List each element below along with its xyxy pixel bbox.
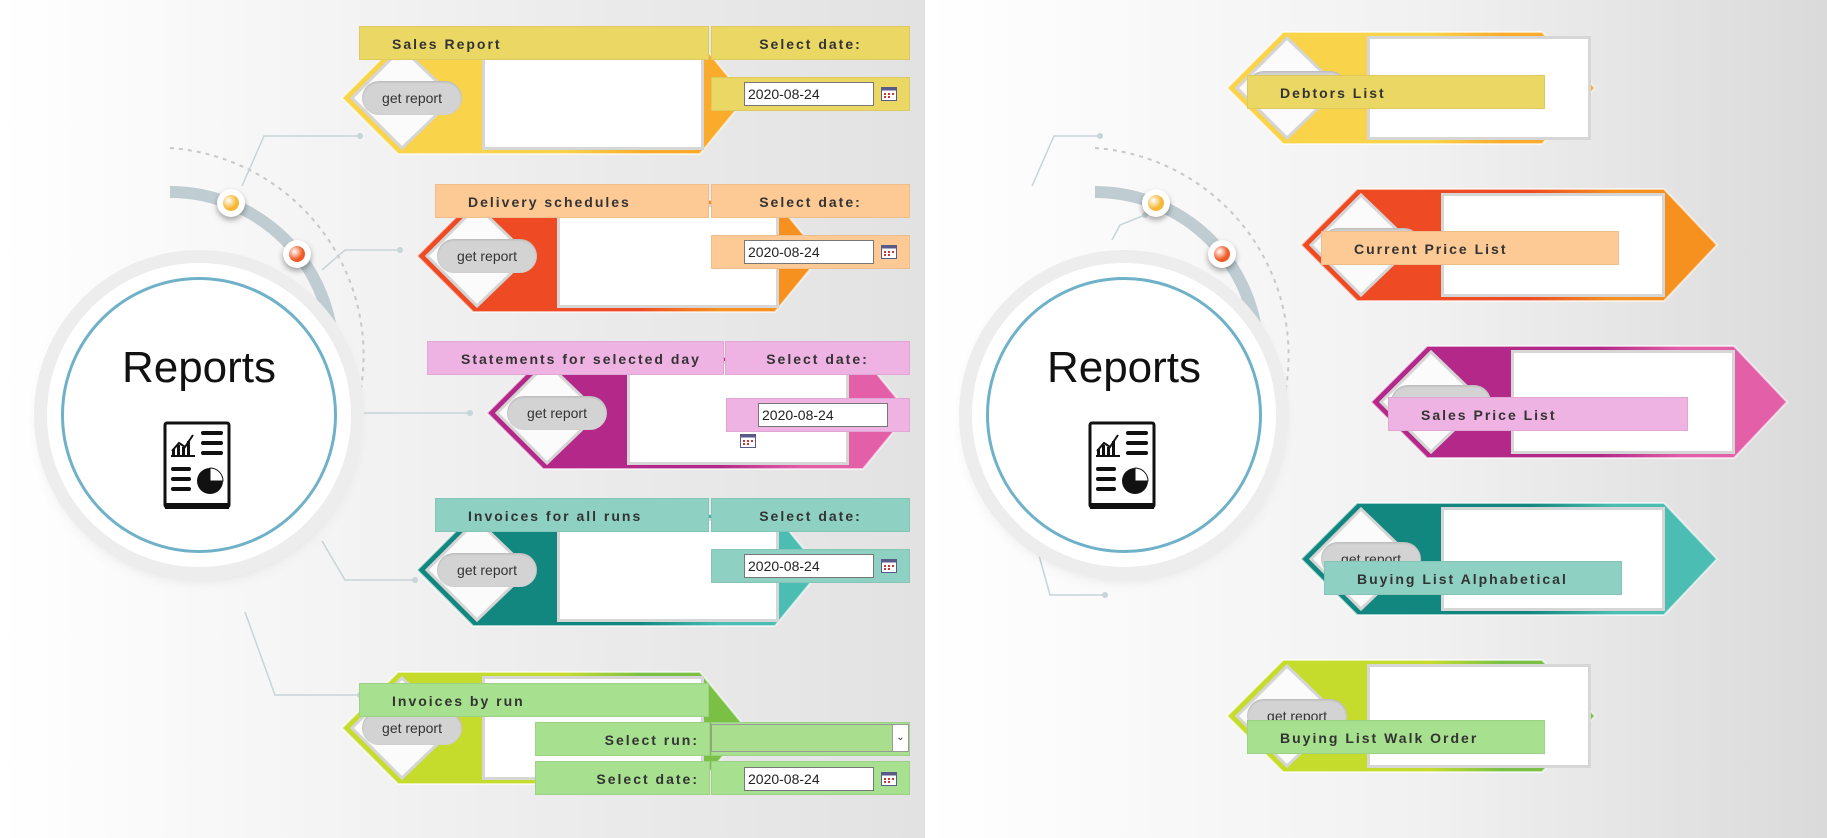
calendar-icon[interactable] xyxy=(881,87,897,101)
report-title: Current Price List xyxy=(1321,231,1619,265)
hub-title: Reports xyxy=(1046,343,1202,392)
date-input[interactable]: 2020-08-24 xyxy=(744,554,874,578)
calendar-icon[interactable] xyxy=(881,559,897,573)
report-card-sales-report: get report xyxy=(340,40,748,156)
report-title: Statements for selected day xyxy=(427,341,724,375)
select-date-label: Select date: xyxy=(725,341,910,375)
hub-ring xyxy=(986,277,1262,553)
report-preview-box xyxy=(482,46,704,150)
right-panel: Reports get report Debtors List get report… xyxy=(925,0,1827,838)
hub-circle: Reports xyxy=(972,263,1276,567)
timeline-node-2 xyxy=(1208,240,1236,268)
select-date-label: Select date: xyxy=(711,26,910,60)
get-report-button[interactable]: get report xyxy=(507,396,607,430)
report-document-icon xyxy=(163,421,235,513)
timeline-node-1 xyxy=(1142,189,1170,217)
get-report-button[interactable]: get report xyxy=(362,81,462,115)
report-title: Buying List Walk Order xyxy=(1247,720,1545,754)
get-report-button[interactable]: get report xyxy=(437,553,537,587)
hub-title: Reports xyxy=(121,343,277,392)
report-card-buying-list-walk: get report xyxy=(1225,658,1597,774)
timeline-node-1 xyxy=(217,189,245,217)
calendar-icon[interactable] xyxy=(881,245,897,259)
report-title: Delivery schedules xyxy=(435,184,709,218)
date-input[interactable]: 2020-08-24 xyxy=(744,240,874,264)
report-document-icon xyxy=(1088,421,1160,513)
hub-circle: Reports xyxy=(47,263,351,567)
calendar-icon[interactable] xyxy=(740,434,756,448)
date-input[interactable]: 2020-08-24 xyxy=(744,82,874,106)
hub-ring xyxy=(61,277,337,553)
date-input[interactable]: 2020-08-24 xyxy=(744,767,874,791)
calendar-icon[interactable] xyxy=(881,772,897,786)
report-card-statements: get report xyxy=(485,355,911,471)
date-input[interactable]: 2020-08-24 xyxy=(758,403,888,427)
run-select[interactable]: ⌄ xyxy=(711,724,909,752)
report-title: Sales Price List xyxy=(1388,397,1688,431)
select-run-label: Select run: xyxy=(535,722,710,756)
report-card-buying-list-alpha: get report xyxy=(1299,501,1719,617)
select-date-label: Select date: xyxy=(711,184,910,218)
timeline-node-2 xyxy=(283,240,311,268)
report-title: Invoices for all runs xyxy=(435,498,709,532)
get-report-button[interactable]: get report xyxy=(437,239,537,273)
chevron-down-icon[interactable]: ⌄ xyxy=(892,725,908,751)
select-date-label: Select date: xyxy=(535,761,710,795)
select-date-label: Select date: xyxy=(711,498,910,532)
report-title: Buying List Alphabetical xyxy=(1324,561,1622,595)
report-title: Invoices by run xyxy=(359,683,709,717)
report-title: Sales Report xyxy=(359,26,709,60)
report-card-delivery-schedules: get report xyxy=(415,198,823,314)
report-title: Debtors List xyxy=(1247,75,1545,109)
